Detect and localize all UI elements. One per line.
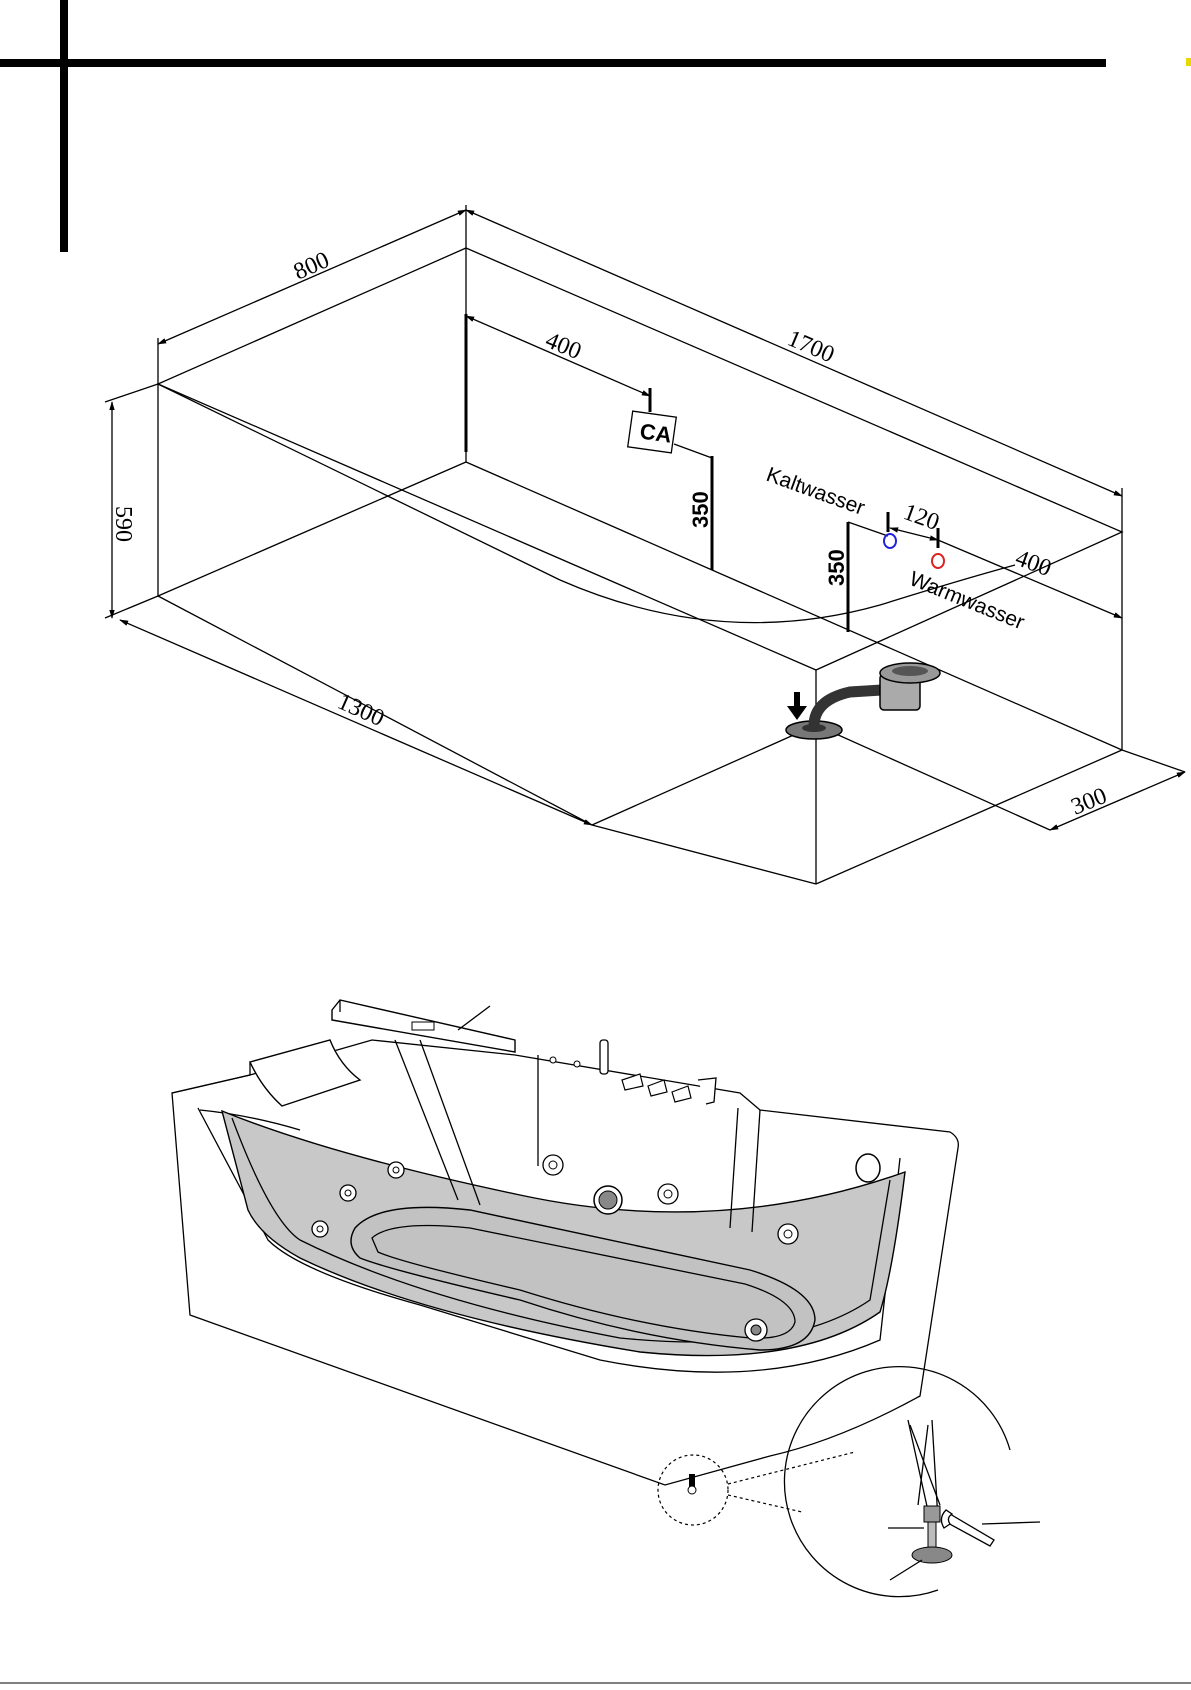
drain-length-dimension: 1300 xyxy=(334,689,388,732)
warm-water-connection xyxy=(932,554,944,568)
pipe-height-dimension: 350 xyxy=(824,549,849,586)
dimension-drawing: 800 1700 590 1300 300 400 350 350 120 40… xyxy=(105,205,1185,884)
siphon-drain-icon xyxy=(786,663,940,739)
drain-offset-dimension: 300 xyxy=(1068,783,1111,821)
valve-height-dimension: 350 xyxy=(688,491,713,528)
valve-offset-dimension: 400 xyxy=(542,327,585,365)
valve-marker-label: CA xyxy=(638,418,673,447)
dimension-lines xyxy=(105,205,1185,830)
pipe-offset-dimension: 400 xyxy=(1012,545,1055,582)
cold-water-label: Kaltwasser xyxy=(763,463,867,520)
headrest-pillow xyxy=(250,1040,360,1106)
height-dimension: 590 xyxy=(110,506,136,542)
length-dimension: 1700 xyxy=(784,326,838,369)
leveling-foot-detail xyxy=(658,1367,1040,1597)
down-arrow-icon xyxy=(787,692,807,720)
bathtub-illustration xyxy=(172,1000,1040,1597)
accent-mark xyxy=(1186,58,1191,66)
warm-water-label: Warmwasser xyxy=(906,567,1027,634)
valve-dimension xyxy=(466,314,712,570)
width-dimension: 800 xyxy=(290,247,333,285)
wrench-icon xyxy=(941,1510,994,1546)
bathtub-box-outline xyxy=(158,248,1122,884)
cold-water-connection xyxy=(884,534,896,548)
pipe-spacing-dimension: 120 xyxy=(900,499,943,536)
left-rule xyxy=(60,0,68,252)
tap-controls xyxy=(550,1040,716,1104)
top-rule xyxy=(0,59,1106,67)
